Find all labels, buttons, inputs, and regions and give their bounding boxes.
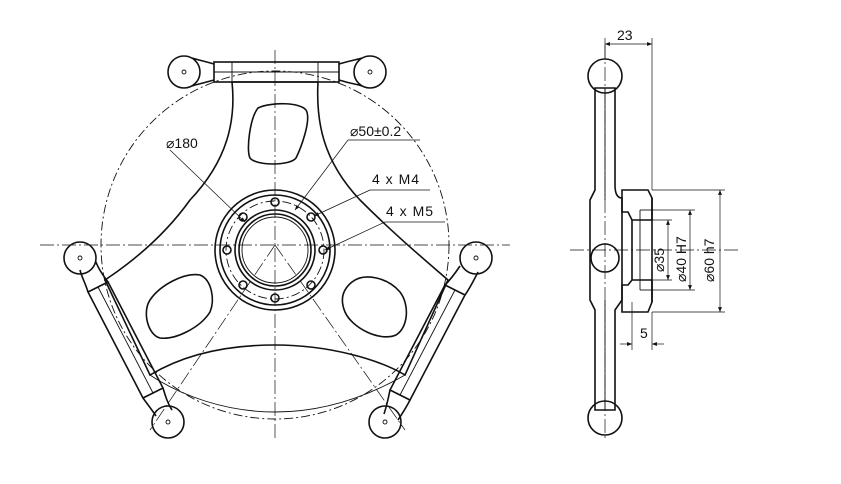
m5-leader — [324, 221, 386, 251]
right-handle — [368, 241, 493, 439]
m5-holes — [222, 197, 328, 303]
dim-bolt-circle: ⌀50±0.2 — [350, 123, 401, 139]
dim-h7-outer: ⌀60 h7 — [701, 238, 717, 282]
front-view: ⌀180 ⌀50±0.2 4 x M4 4 x M5 — [40, 50, 510, 440]
top-left-knob — [167, 55, 215, 89]
dim-boss: 5 — [640, 325, 648, 341]
callout-m4: 4 x M4 — [372, 171, 420, 187]
diagonal-centerline-right — [274, 244, 406, 431]
top-window — [247, 102, 309, 165]
dim-outer-leader — [169, 149, 246, 223]
hub-section-upper — [621, 189, 653, 221]
dim-bolt-leader — [294, 139, 349, 211]
hub-section-lower — [621, 279, 653, 313]
top-right-knob — [338, 55, 387, 89]
handwheel-body — [103, 81, 449, 377]
hub-ring-3 — [234, 209, 316, 291]
side-view: 23 ⌀35 ⌀40 H7 ⌀60 h7 5 — [570, 27, 740, 440]
hub-outer — [214, 189, 336, 311]
diagonal-centerline-left — [149, 244, 276, 431]
dim-h7: ⌀40 H7 — [673, 236, 689, 282]
dim-width: 23 — [617, 27, 633, 43]
dim-outer-circle: ⌀180 — [166, 135, 198, 151]
hub-ring-4 — [238, 213, 312, 287]
left-handle — [63, 241, 185, 439]
side-bottom-knob — [587, 400, 623, 436]
hub-ring-2 — [219, 194, 331, 306]
left-window — [145, 273, 214, 339]
rim-inner-arc — [149, 374, 406, 413]
callout-m5: 4 x M5 — [386, 203, 434, 219]
hub-bore — [241, 216, 309, 284]
right-window — [341, 276, 408, 338]
m4-leader — [313, 189, 371, 217]
m4-holes — [238, 212, 316, 290]
dim-bore: ⌀35 — [651, 248, 667, 272]
side-top-knob — [587, 58, 623, 94]
side-mid-knob — [590, 243, 620, 273]
bolt-circle — [225, 200, 325, 300]
